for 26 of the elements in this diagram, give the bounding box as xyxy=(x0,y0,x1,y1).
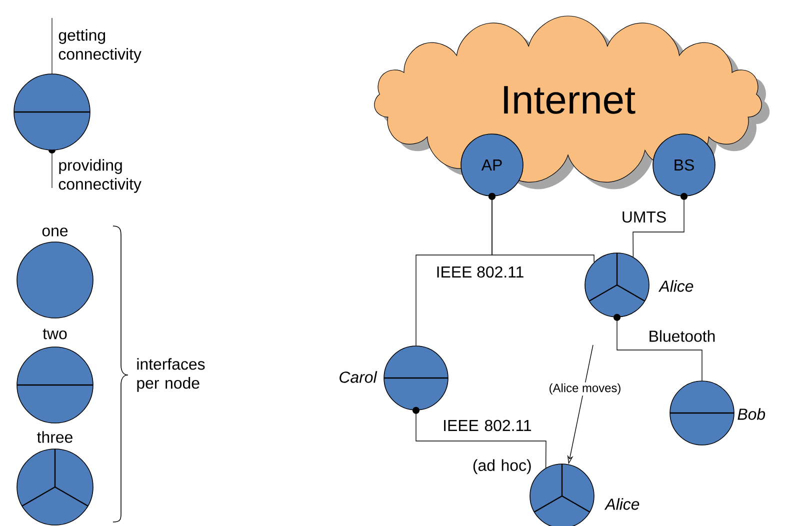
node-circle xyxy=(670,380,734,446)
node-symbol xyxy=(16,346,94,424)
node-circle xyxy=(584,252,650,318)
edge-label: IEEE 802.11 xyxy=(434,265,526,279)
node-label: providing connectivity xyxy=(58,159,142,193)
node-circle xyxy=(384,346,448,410)
connection-line xyxy=(632,192,688,258)
node-label: getting connectivity xyxy=(58,29,142,63)
node-symbol xyxy=(16,448,94,526)
edge-label: IEEE 802.11 (ad hoc) xyxy=(444,420,532,474)
edge-label: UMTS xyxy=(620,210,668,224)
node-label: two xyxy=(42,328,67,340)
brace-label: interfaces per node xyxy=(137,358,205,392)
connection-line xyxy=(412,406,546,468)
node-symbol xyxy=(16,242,94,318)
edge-label: Bluetooth xyxy=(647,329,717,343)
connection-line xyxy=(614,314,702,381)
node-label: one xyxy=(42,228,68,236)
node-label: Alice xyxy=(604,498,640,510)
edge-label: (Alice moves) xyxy=(548,382,622,396)
connection-line xyxy=(488,192,594,262)
node-label: three xyxy=(37,431,72,443)
node-symbol xyxy=(14,74,90,150)
node-label: Alice xyxy=(658,280,694,292)
node-label: Bob xyxy=(738,408,766,420)
node-label: Carol xyxy=(340,371,378,383)
